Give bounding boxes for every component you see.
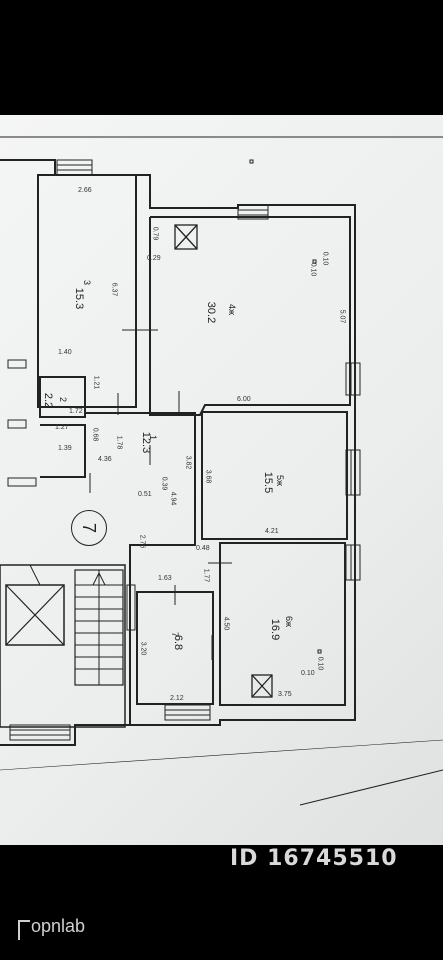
dim-label: 1.72 xyxy=(69,408,83,415)
dim-label: 5.07 xyxy=(338,309,346,324)
dim-label: 3.20 xyxy=(139,641,147,656)
room-2-number: 2 xyxy=(58,396,69,403)
dim-label: 0.51 xyxy=(138,491,152,498)
dim-label: 4.21 xyxy=(265,528,279,535)
room-6-number: 6ж xyxy=(284,615,295,628)
room-3-number: 3 xyxy=(82,279,93,286)
dim-label: 0.39 xyxy=(160,476,168,491)
dim-label: 6.37 xyxy=(110,282,118,297)
dim-label: 0.79 xyxy=(151,226,159,241)
dim-label: 1.27 xyxy=(55,424,69,431)
room-3-area: 15.3 xyxy=(73,287,86,310)
dim-label: 2.12 xyxy=(170,695,184,702)
dim-label: 6.00 xyxy=(237,396,251,403)
dim-label: 3.82 xyxy=(184,455,192,470)
brand-logo-icon xyxy=(18,919,30,940)
dim-label: 1.77 xyxy=(202,568,210,583)
dim-label: 0.10 xyxy=(316,656,324,671)
dim-label: 4.50 xyxy=(222,616,230,631)
stair-marker: 7 xyxy=(71,510,107,546)
dim-label: 0.10 xyxy=(309,262,317,277)
room-5-area: 15.5 xyxy=(262,471,275,494)
floorplan-drawing xyxy=(0,136,443,806)
dim-label: 2.66 xyxy=(78,187,92,194)
brand-name: opnlab xyxy=(31,916,86,936)
dim-label: 1.78 xyxy=(115,435,123,450)
floorplan-photo: 3 15.3 4ж 30.2 2 2.2 1 12.3 5ж 15.5 7 6.… xyxy=(0,115,443,845)
room-4-number: 4ж xyxy=(227,303,238,316)
listing-id-watermark: ID 16745510 xyxy=(230,846,398,871)
dim-label: 1.21 xyxy=(92,375,100,390)
dim-label: 3.75 xyxy=(278,691,292,698)
room-7-area: 6.8 xyxy=(172,634,185,651)
room-6-area: 16.9 xyxy=(269,618,282,641)
room-2-area: 2.2 xyxy=(42,392,55,409)
dim-label: 1.40 xyxy=(58,349,72,356)
dim-label: 0.29 xyxy=(147,255,161,262)
dim-label: 0.68 xyxy=(91,427,99,442)
dim-label: 4.94 xyxy=(169,491,177,506)
room-4-area: 30.2 xyxy=(205,301,218,324)
dim-label: 4.36 xyxy=(98,456,112,463)
dim-label: 0.10 xyxy=(301,670,315,677)
dim-label: 1.39 xyxy=(58,445,72,452)
room-5-number: 5ж xyxy=(275,474,286,487)
dim-label: 0.10 xyxy=(321,251,329,266)
room-1-area: 12.3 xyxy=(140,431,153,454)
dim-label: 1.63 xyxy=(158,575,172,582)
dim-label: 2.76 xyxy=(138,534,146,549)
dim-label: 0.48 xyxy=(196,545,210,552)
dim-label: 3.68 xyxy=(204,469,212,484)
brand-watermark: opnlab xyxy=(18,916,86,940)
